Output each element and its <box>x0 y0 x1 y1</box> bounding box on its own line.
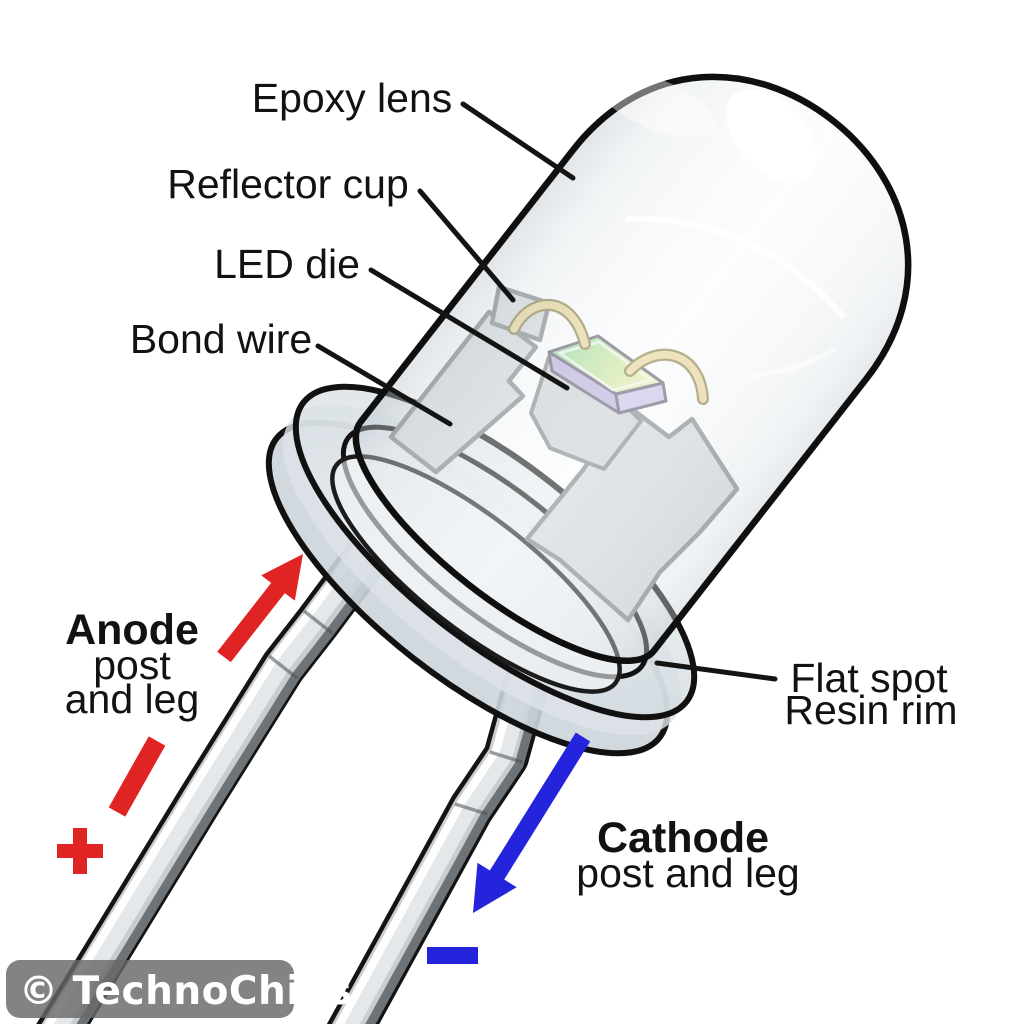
anode-polarity <box>57 554 303 874</box>
anode-label-block: Anode post and leg <box>65 606 200 722</box>
dome-reflection-streak <box>625 215 846 319</box>
minus-symbol <box>427 947 478 964</box>
cathode-label-block: Cathode post and leg <box>576 814 799 896</box>
plus-symbol <box>57 828 103 874</box>
anode-leg-highlight <box>44 452 431 1024</box>
leader-reflector-cup <box>417 188 516 303</box>
label-epoxy-lens: Epoxy lens <box>252 75 453 121</box>
leader-bond-wire <box>315 343 453 427</box>
label-reflector-cup: Reflector cup <box>167 161 409 207</box>
dome-highlight-spot <box>726 88 817 184</box>
label-bond-wire: Bond wire <box>130 316 312 362</box>
cathode-leg-crimp-marks <box>454 750 523 816</box>
label-resin-rim: Resin rim <box>784 687 957 733</box>
leader-led-die <box>368 267 570 391</box>
label-cathode: Cathode <box>597 814 769 862</box>
label-anode-line1: post <box>93 642 171 688</box>
label-flat-spot: Flat spot <box>790 655 948 701</box>
label-anode-line2: and leg <box>65 676 200 722</box>
dome-highlight-soft <box>598 71 715 138</box>
epoxy-lens-dome <box>352 71 912 664</box>
anode-leg <box>36 448 456 1024</box>
dome-reflection-streak-2 <box>750 346 836 379</box>
watermark-text: © TechnoChips <box>19 969 352 1014</box>
leader-epoxy-lens <box>460 101 576 181</box>
watermark-bg <box>6 960 294 1018</box>
anode-leg-crimp-marks <box>267 609 334 680</box>
label-anode: Anode <box>65 606 199 654</box>
anode-leg-midtone <box>44 452 442 1024</box>
cathode-polarity <box>427 732 591 964</box>
leader-flat-spot <box>654 660 778 682</box>
watermark-badge: © TechnoChips <box>6 960 352 1018</box>
label-led-die: LED die <box>214 241 360 287</box>
anode-arrow-tail-segment <box>108 736 166 817</box>
dome-body <box>352 73 912 664</box>
anode-arrow-up-icon <box>217 554 303 663</box>
leader-lines <box>315 101 778 682</box>
cathode-arrow-down-icon <box>473 732 591 913</box>
label-cathode-line1: post and leg <box>576 850 799 896</box>
